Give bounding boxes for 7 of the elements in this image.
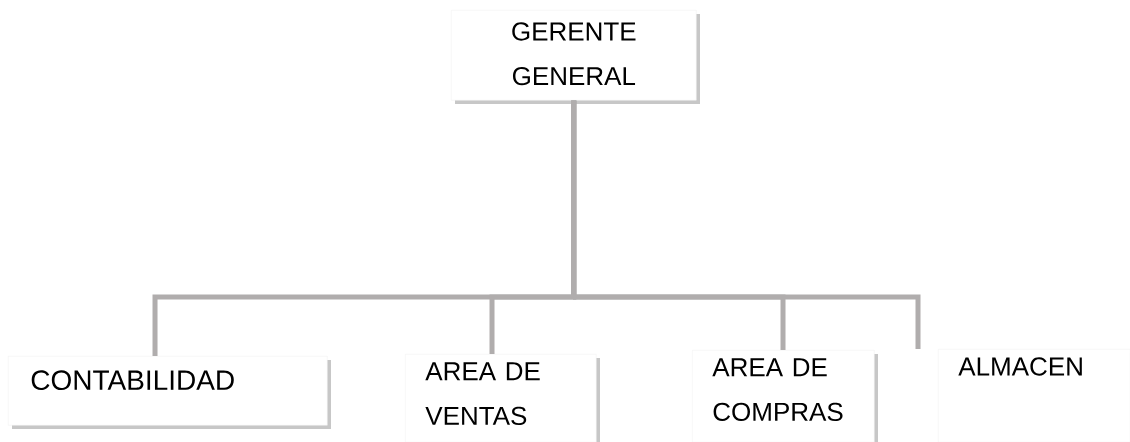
org-box: AREA DE VENTAS bbox=[405, 354, 600, 442]
org-box: ALMACEN bbox=[938, 349, 1130, 442]
node-label: ALMACEN bbox=[958, 357, 1082, 376]
org-box: GERENTE GENERAL bbox=[451, 10, 700, 104]
connector-line bbox=[570, 100, 921, 349]
org-box: CONTABILIDAD bbox=[8, 356, 331, 429]
org-box: AREA DE COMPRAS bbox=[692, 350, 878, 442]
